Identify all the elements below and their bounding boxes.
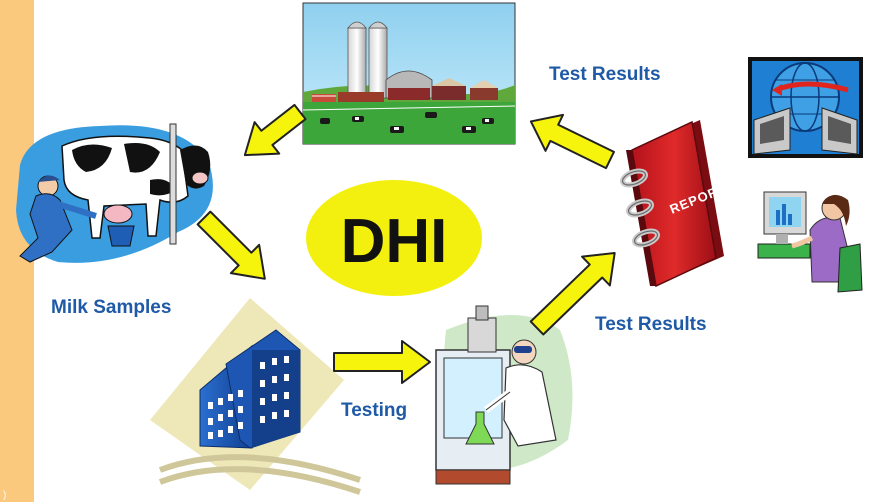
arrow-lab-to-report [529,251,616,336]
label-test-results-right: Test Results [595,314,707,335]
farm-clipart [302,2,516,145]
label-testing: Testing [341,400,408,421]
arrow-building-to-lab [333,340,431,384]
dhi-center: DHI [306,180,482,296]
label-milk-samples: Milk Samples [51,297,172,318]
report-book-clipart: REPORT [620,120,729,288]
arrow-cow-to-building [196,210,266,280]
lab-scientist-clipart [435,305,573,485]
arrow-farm-to-cow [243,103,307,157]
computers-globe-clipart [748,57,863,158]
side-band-mark: ) [3,490,6,501]
label-test-results-top: Test Results [549,64,661,85]
computer-user-clipart [757,191,863,293]
arrow-report-to-farm [529,113,615,170]
milking-cow-clipart [16,123,213,263]
dhi-title: DHI [341,207,448,276]
office-building-clipart [150,298,361,495]
